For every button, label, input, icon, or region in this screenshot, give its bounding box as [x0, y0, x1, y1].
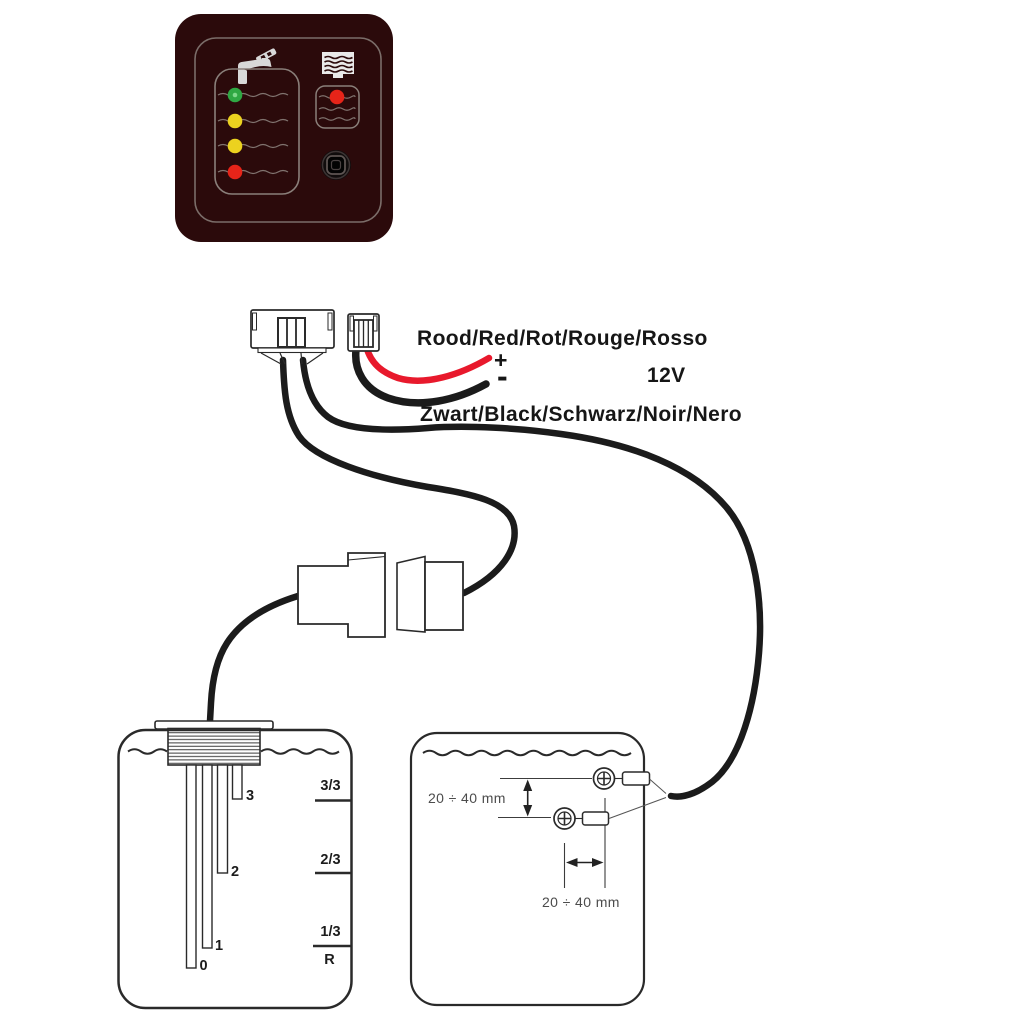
faucet-spout-mouth [238, 70, 247, 84]
panel-connector-small [347, 313, 380, 352]
probe-3 [231, 764, 243, 800]
black-wire-label: Zwart/Black/Schwarz/Noir/Nero [420, 403, 743, 426]
level-indicator-panel [175, 14, 393, 242]
voltage-label: 12V [647, 364, 686, 387]
sensor-cable-lower [206, 592, 302, 725]
level-label-3-3: 3/3 [320, 778, 340, 794]
ring-terminal [581, 811, 610, 826]
horizontal-dim-arrow [566, 858, 604, 867]
connector-latch-ribs [358, 320, 369, 347]
water-line [422, 749, 632, 757]
probe-label-0: 0 [200, 958, 208, 974]
probe-label-2: 2 [231, 864, 239, 880]
waste-tank-outline [315, 85, 360, 129]
screw-terminal-lower [553, 807, 610, 830]
red-wire-label: Rood/Red/Rot/Rouge/Rosso [417, 327, 708, 350]
fresh-tank-gauge [214, 68, 300, 195]
faucet-stem [262, 58, 268, 65]
probe-label-3: 3 [246, 788, 254, 804]
horizontal-dimension-label: 20 ÷ 40 mm [542, 894, 620, 910]
screw-terminal-upper [592, 767, 651, 790]
led-reserve-red [227, 164, 243, 180]
probe-0 [185, 764, 197, 969]
connector-tab-left [252, 312, 257, 331]
male-bevel-line [347, 555, 386, 561]
probe-label-1: 1 [215, 938, 223, 954]
arrowhead-down [523, 805, 533, 817]
waste-tank-gauge [315, 85, 360, 129]
female-cap [396, 555, 426, 633]
probe-2 [216, 764, 229, 874]
phillips-cross-icon [558, 812, 571, 825]
connector-latch [277, 317, 306, 348]
inline-connector-male [297, 552, 386, 638]
water-line-left [127, 748, 168, 755]
probe-1 [201, 764, 213, 949]
sensor-head [167, 727, 261, 766]
panel-push-button [321, 150, 351, 180]
panel-connector-large [250, 309, 335, 365]
waste-icon-waves [324, 55, 353, 73]
phillips-cross-icon [598, 772, 610, 785]
sensor-cable-upper [279, 356, 518, 597]
arrowhead-up [523, 779, 533, 791]
vertical-dimension-label: 20 ÷ 40 mm [428, 790, 506, 806]
fresh-tank-waves [217, 92, 289, 175]
minus-sign: - [497, 358, 509, 394]
sensor-tank: 3/3 2/3 1/3 R 3 2 1 0 [117, 720, 353, 1010]
mount-tank: 20 ÷ 40 mm 20 ÷ 40 mm [409, 731, 667, 1007]
vertical-dim-arrow [523, 779, 533, 817]
faucet-icon [238, 48, 277, 84]
connector-tab-right [327, 312, 333, 331]
screw-inner [596, 771, 612, 786]
connector-tab-left [349, 315, 354, 332]
cable-harness [206, 345, 764, 800]
plus-sign: + [494, 347, 508, 373]
panel-graphics [194, 37, 382, 223]
button-ring [321, 150, 351, 180]
tank-outline [409, 731, 646, 1007]
panel-inner-border [194, 37, 382, 223]
ring-terminal [621, 771, 651, 786]
ground-cable-arc [299, 356, 764, 800]
wire-fan [260, 352, 324, 365]
arrowhead-left [566, 858, 578, 867]
negative-wire-black [352, 346, 490, 407]
connector-tab-right [373, 315, 378, 332]
led-one-third-yellow [227, 138, 243, 154]
female-housing [424, 561, 464, 631]
arrowhead-right [592, 858, 604, 867]
button-cap-inner [330, 159, 342, 171]
waste-icon-stem [333, 74, 343, 78]
connector-latch-ribs [286, 318, 297, 347]
inline-connector-female [396, 555, 464, 633]
level-label-2-3: 2/3 [320, 852, 340, 868]
button-cap [326, 155, 346, 175]
screw-inner [557, 811, 572, 826]
waste-tank-icon [322, 52, 354, 78]
led-green-highlight [232, 92, 238, 98]
fresh-tank-outline [214, 68, 300, 195]
water-line-right [260, 748, 340, 755]
faucet-handle [256, 48, 277, 63]
level-label-1-3: 1/3 [320, 924, 340, 940]
connector-base-strip [257, 347, 327, 354]
level-label-reserve: R [324, 952, 335, 968]
male-housing [297, 552, 386, 638]
led-waste-full-red [329, 89, 345, 105]
leader-lines [608, 778, 667, 819]
led-two-thirds-yellow [227, 113, 243, 129]
positive-wire-red [363, 345, 493, 384]
